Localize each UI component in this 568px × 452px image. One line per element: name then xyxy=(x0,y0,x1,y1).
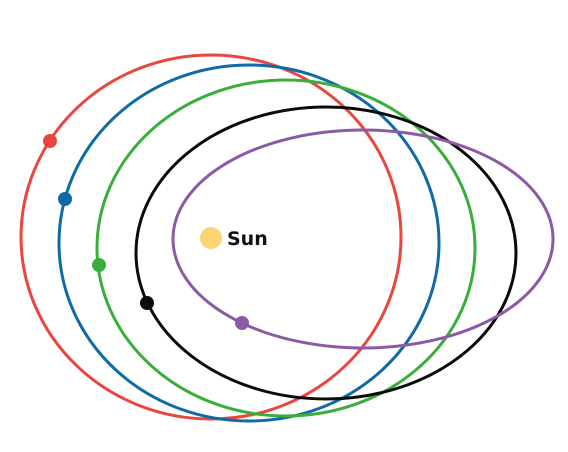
orbit-purple xyxy=(171,128,555,350)
planet-red xyxy=(43,134,57,148)
orbit-blue xyxy=(57,63,441,423)
sun xyxy=(200,227,222,249)
sun-label: Sun xyxy=(227,228,268,250)
orbit-black xyxy=(134,105,518,401)
planet-purple xyxy=(235,316,249,330)
planet-blue xyxy=(58,192,72,206)
planet-black xyxy=(140,296,154,310)
orbit-red xyxy=(19,53,403,421)
planet-green xyxy=(92,258,106,272)
orbit-green xyxy=(95,78,477,418)
